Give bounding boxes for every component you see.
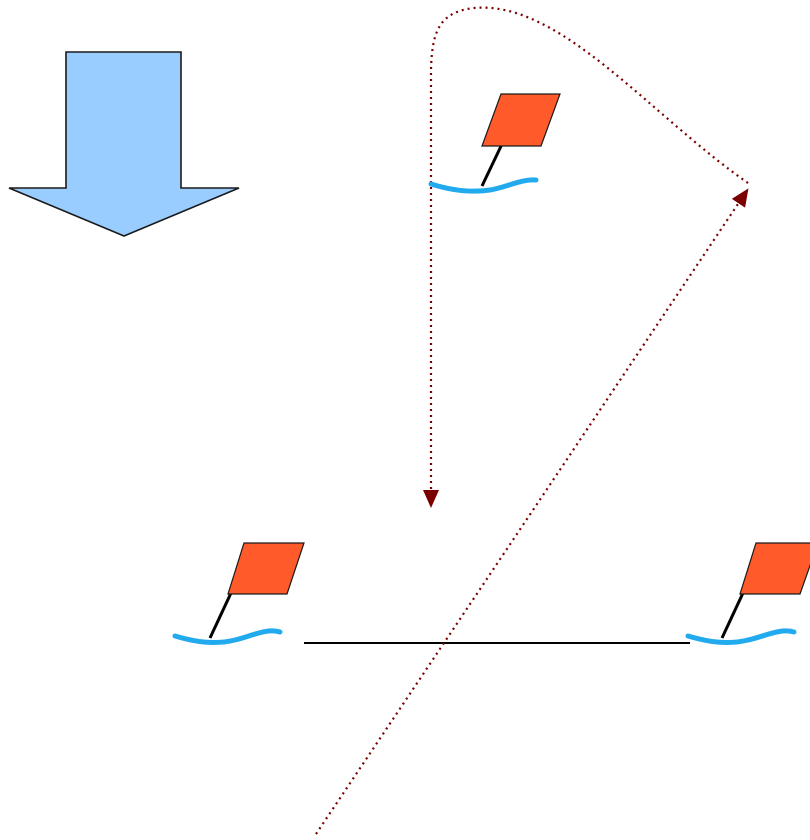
flag-icon	[428, 93, 561, 194]
down-arrow-icon	[8, 51, 240, 237]
flag-icon	[172, 542, 305, 646]
dotted-path-curved	[423, 6, 749, 508]
dotted-path-diagonal	[315, 188, 749, 835]
flag-icon	[685, 542, 810, 646]
